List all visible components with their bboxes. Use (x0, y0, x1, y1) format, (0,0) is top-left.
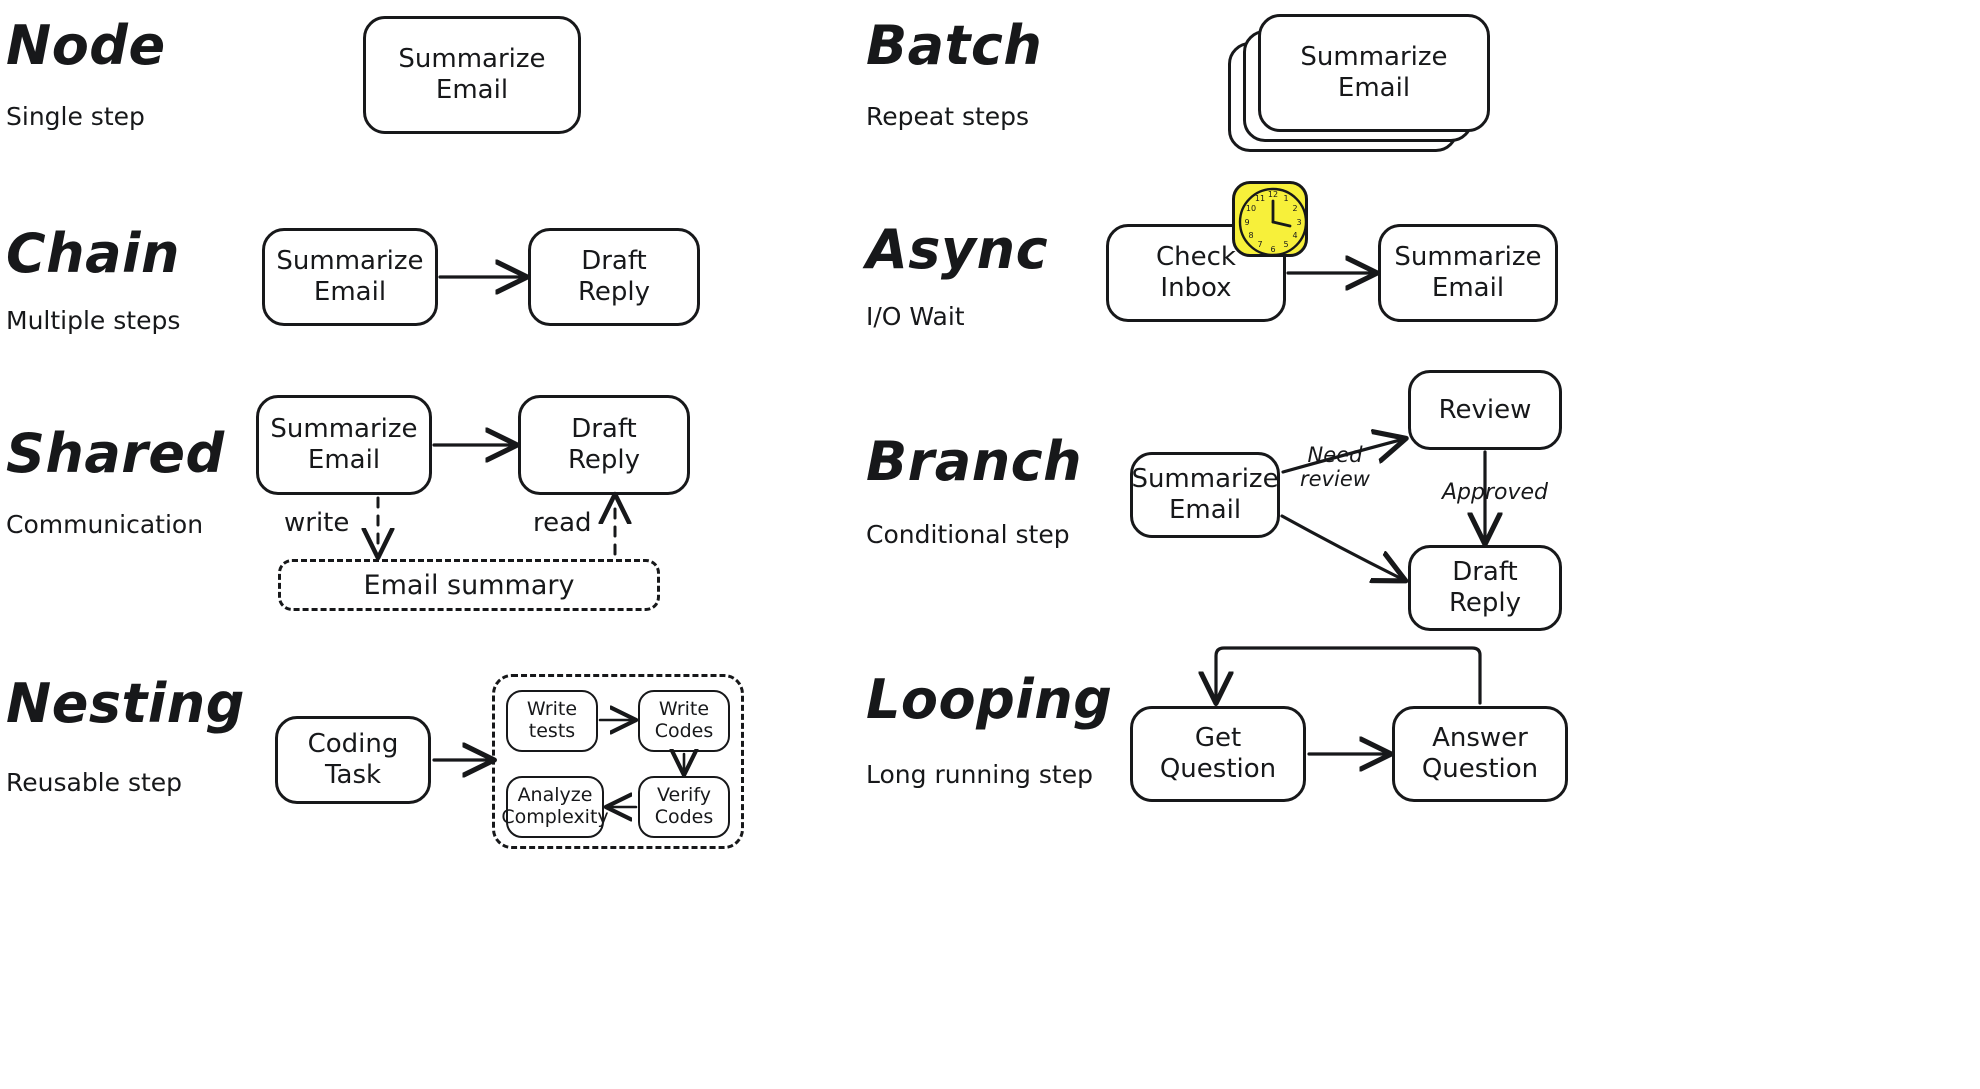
svg-text:6: 6 (1270, 245, 1275, 254)
section-subtitle-nesting: Reusable step (6, 768, 183, 797)
arrow-branch-to-draft (1280, 514, 1400, 578)
section-subtitle-shared: Communication (6, 510, 204, 539)
section-subtitle-node: Single step (6, 102, 145, 131)
section-subtitle-looping: Long running step (866, 760, 1093, 789)
svg-text:1: 1 (1283, 194, 1288, 203)
section-title-chain: Chain (6, 222, 180, 285)
section-title-shared: Shared (6, 422, 225, 485)
edge-label-approved: Approved (1442, 480, 1549, 505)
svg-text:2: 2 (1292, 204, 1297, 213)
section-title-batch: Batch (866, 14, 1043, 77)
shared-store-email-summary[interactable]: Email summary (278, 559, 660, 611)
section-subtitle-batch: Repeat steps (866, 102, 1030, 131)
svg-text:3: 3 (1296, 218, 1301, 227)
section-title-async: Async (866, 218, 1049, 281)
branch-node-review[interactable]: Review (1408, 370, 1562, 450)
svg-text:9: 9 (1244, 218, 1249, 227)
svg-text:12: 12 (1268, 190, 1278, 199)
section-title-looping: Looping (866, 668, 1113, 731)
svg-text:11: 11 (1255, 194, 1265, 203)
arrow-branch-need-review (1281, 440, 1400, 474)
section-subtitle-async: I/O Wait (866, 302, 965, 331)
svg-text:10: 10 (1246, 204, 1256, 213)
svg-text:5: 5 (1283, 240, 1288, 249)
section-title-nesting: Nesting (6, 672, 245, 735)
svg-text:7: 7 (1257, 240, 1262, 249)
edge-label-write: write (284, 508, 350, 538)
arrow-looping-back (1216, 646, 1482, 703)
svg-text:8: 8 (1248, 231, 1253, 240)
edge-label-read: read (533, 508, 592, 538)
section-title-node: Node (6, 14, 166, 77)
svg-text:4: 4 (1292, 231, 1297, 240)
section-title-branch: Branch (866, 430, 1083, 493)
section-subtitle-chain: Multiple steps (6, 306, 181, 335)
section-subtitle-branch: Conditional step (866, 520, 1070, 549)
